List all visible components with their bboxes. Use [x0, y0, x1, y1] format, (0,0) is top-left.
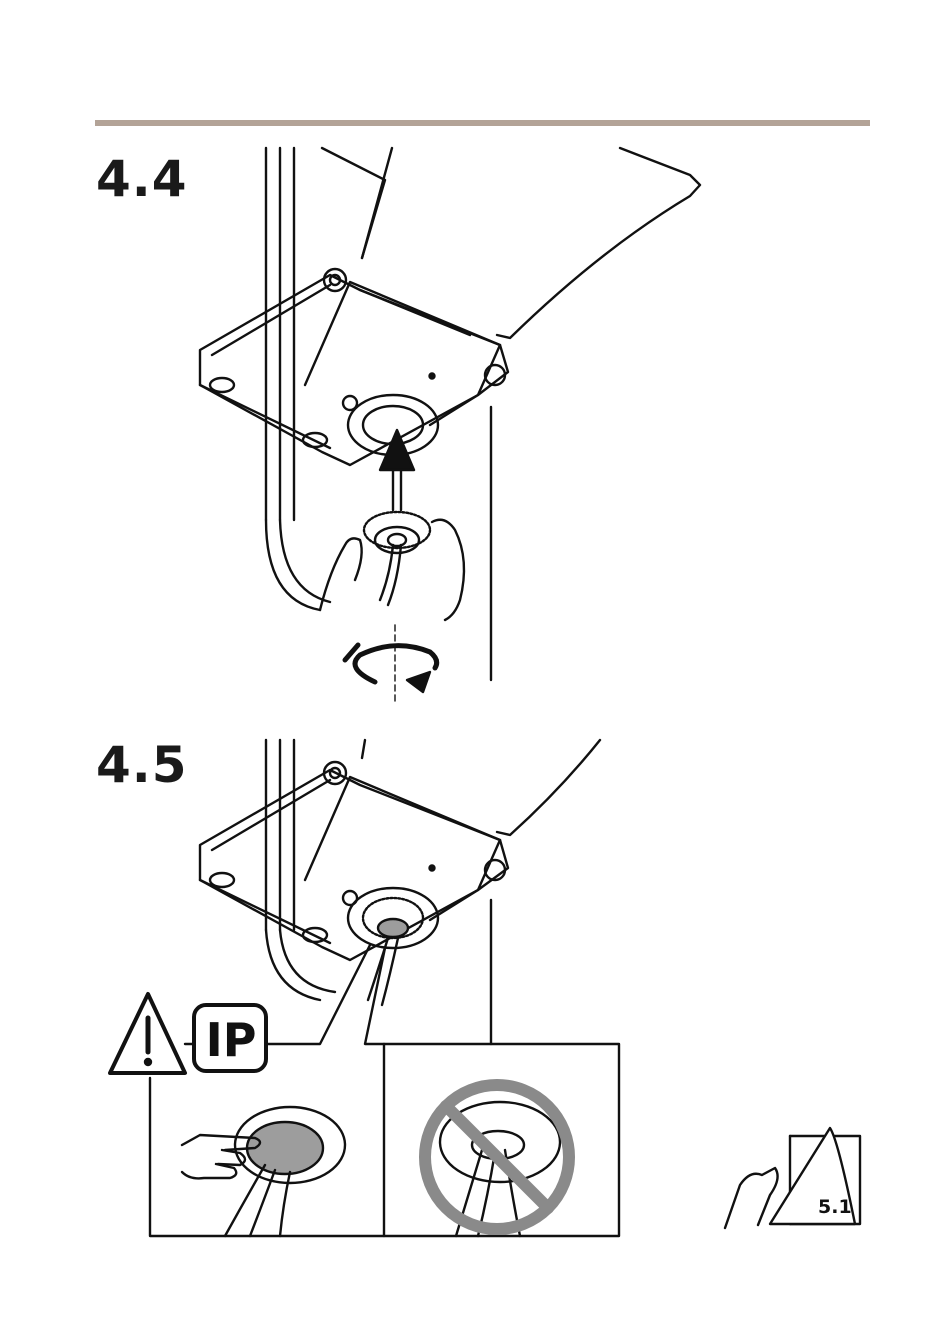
page-reference: 5.1	[818, 1196, 852, 1218]
ip-rating-label: IP	[200, 1012, 262, 1068]
step-4-4-illustration	[200, 148, 700, 705]
step-4-5-illustration	[110, 740, 619, 1236]
